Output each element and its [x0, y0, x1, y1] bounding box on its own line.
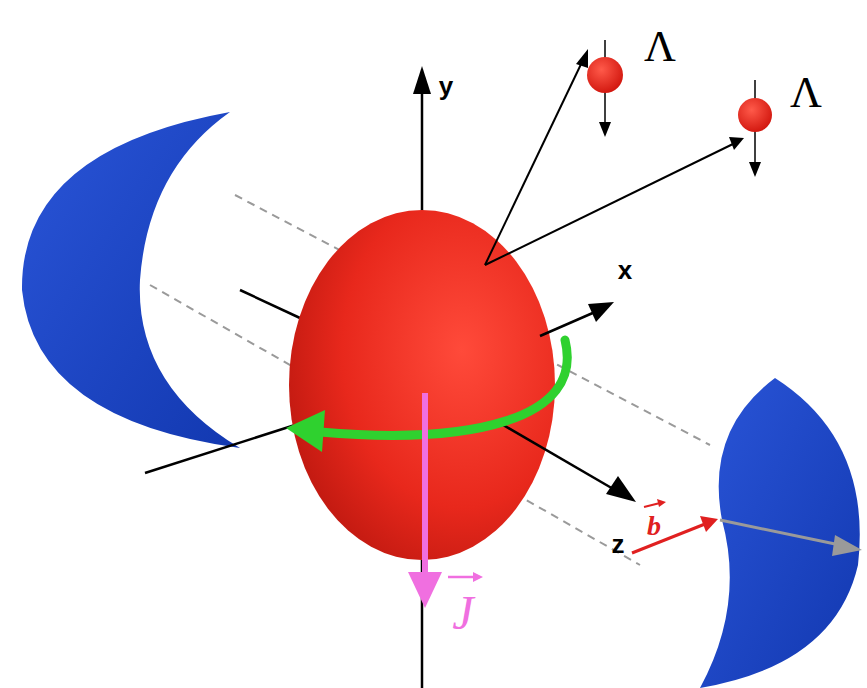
axis-label: y [439, 71, 453, 102]
vector-mark [644, 503, 660, 507]
angular-momentum-arrowhead [408, 572, 442, 608]
nucleus-crescent [700, 378, 860, 688]
particle-label: Λ [790, 67, 822, 118]
angular-momentum-arrow [422, 393, 428, 575]
nucleus-crescent [22, 112, 240, 448]
lambda-particle [587, 40, 623, 137]
emission-arrowhead [576, 49, 588, 68]
vector-label: b [647, 510, 661, 542]
x-arrowhead [588, 302, 614, 322]
rotation-arrow [320, 340, 567, 435]
vector-mark [657, 499, 666, 507]
impact-parameter-arrow [632, 524, 705, 553]
lambda-particle [738, 80, 772, 177]
rotation-arrowhead [286, 410, 325, 452]
impact-parameter-arrowhead [700, 516, 718, 532]
axis-label: x [618, 255, 632, 286]
beam-lines [150, 195, 710, 565]
beam-arrowhead [832, 535, 862, 556]
axis-label: z [612, 529, 625, 560]
vector-mark [448, 576, 475, 579]
vector-label: J [452, 585, 473, 640]
emission-arrowhead [729, 137, 744, 150]
y-arrowhead [413, 66, 431, 94]
z-arrowhead [606, 476, 636, 502]
axes-front [498, 312, 615, 490]
particle-label: Λ [644, 21, 676, 72]
vector-mark [473, 572, 483, 582]
beam-axis [720, 520, 840, 545]
